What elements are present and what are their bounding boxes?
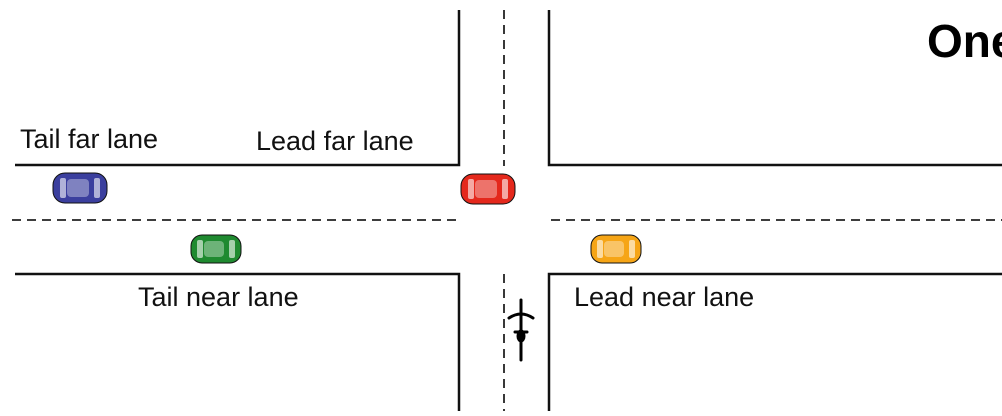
road-edge-top-right bbox=[547, 10, 1002, 167]
center-lines bbox=[12, 10, 1002, 411]
label-tail-far-lane: Tail far lane bbox=[20, 124, 159, 154]
label-lead-near-lane: Lead near lane bbox=[574, 282, 755, 312]
road-edges bbox=[15, 10, 1002, 411]
bicycle-icon bbox=[507, 298, 535, 362]
road-edge-bottom-left bbox=[15, 272, 461, 411]
car-lead-far bbox=[460, 173, 516, 205]
car-tail-far bbox=[52, 172, 108, 204]
car-tail-near bbox=[190, 234, 242, 264]
road-edge-top-left bbox=[15, 10, 461, 167]
diagram-title: One bbox=[927, 15, 1002, 67]
label-tail-near-lane: Tail near lane bbox=[138, 282, 299, 312]
label-lead-far-lane: Lead far lane bbox=[256, 126, 414, 156]
road-edge-bottom-right bbox=[547, 272, 1002, 411]
car-lead-near bbox=[590, 234, 642, 264]
